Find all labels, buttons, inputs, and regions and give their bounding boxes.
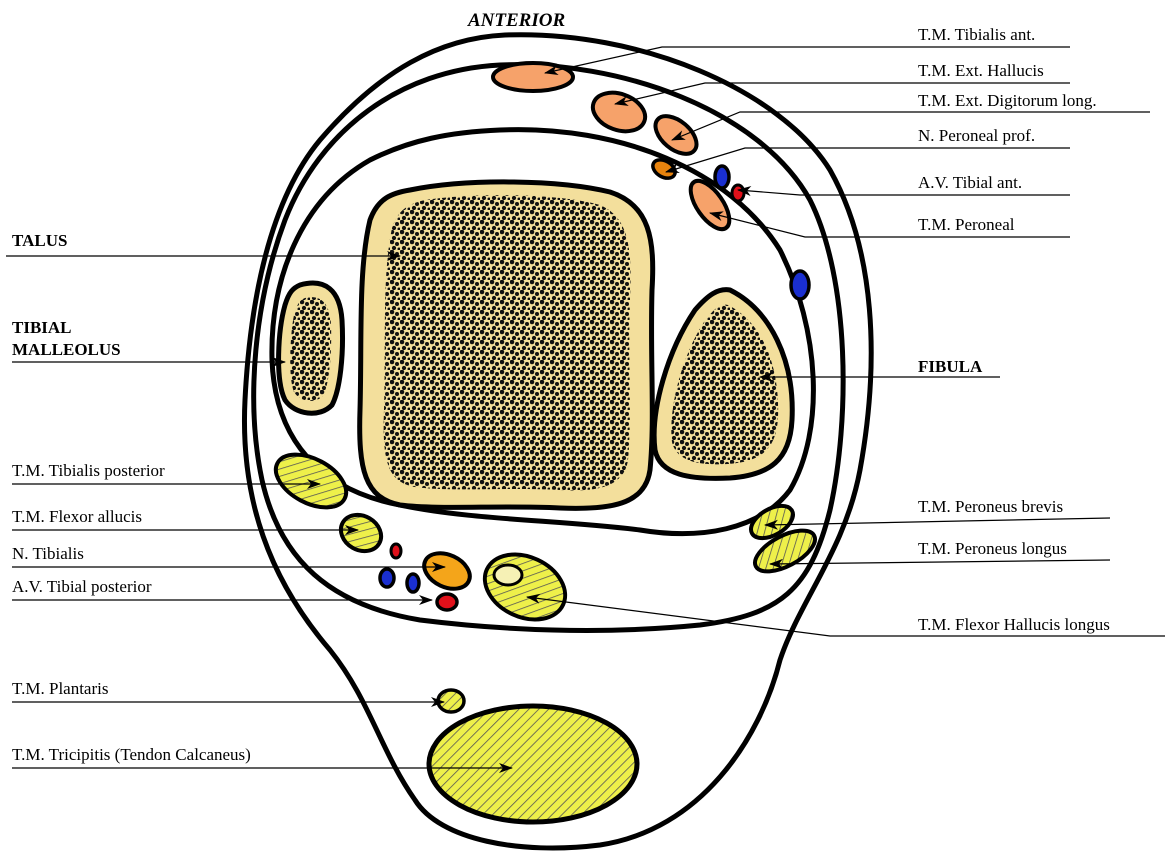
posterior-tibial-artery-small [391, 544, 401, 558]
label-n-tibialis: N. Tibialis [12, 544, 84, 563]
anterior-label: ANTERIOR [467, 10, 565, 31]
label-tibialis-posterior: T.M. Tibialis posterior [12, 461, 165, 480]
posterior-tibial-artery [437, 594, 457, 610]
label-tibial-malleolus-line2: MALLEOLUS [12, 340, 121, 359]
posterior-tibial-vein-2 [407, 574, 419, 592]
label-plantaris: T.M. Plantaris [12, 679, 108, 698]
plantaris-tendon [438, 690, 464, 712]
label-tibial-malleolus-line1: TIBIAL [12, 318, 72, 337]
talus-spongy-bone [384, 195, 631, 490]
label-ext-hallucis: T.M. Ext. Hallucis [918, 61, 1044, 80]
label-flexor-hallucis-longus: T.M. Flexor Hallucis longus [918, 615, 1110, 634]
label-tricipitis: T.M. Tricipitis (Tendon Calcaneus) [12, 745, 251, 764]
tibialis-ant-tendon [493, 63, 573, 91]
label-fibula: FIBULA [918, 357, 983, 376]
label-tibialis-ant: T.M. Tibialis ant. [918, 25, 1035, 44]
label-av-tibial-ant: A.V. Tibial ant. [918, 173, 1022, 192]
tibial-ant-artery [732, 185, 744, 201]
label-peroneal-prof: N. Peroneal prof. [918, 126, 1035, 145]
label-talus: TALUS [12, 231, 67, 250]
posterior-tibial-vein-1 [380, 569, 394, 587]
label-peroneal: T.M. Peroneal [918, 215, 1015, 234]
label-peroneus-brevis: T.M. Peroneus brevis [918, 497, 1063, 516]
tibial-malleolus-spongy [290, 297, 331, 401]
label-ext-digitorum: T.M. Ext. Digitorum long. [918, 91, 1097, 110]
label-flexor-allucis: T.M. Flexor allucis [12, 507, 142, 526]
flexor-hallucis-inner [494, 565, 522, 585]
label-av-tibial-posterior: A.V. Tibial posterior [12, 577, 152, 596]
tricipitis-tendon [429, 706, 637, 822]
tibial-ant-vein [715, 166, 729, 188]
lateral-vein [791, 271, 809, 299]
label-peroneus-longus: T.M. Peroneus longus [918, 539, 1067, 558]
